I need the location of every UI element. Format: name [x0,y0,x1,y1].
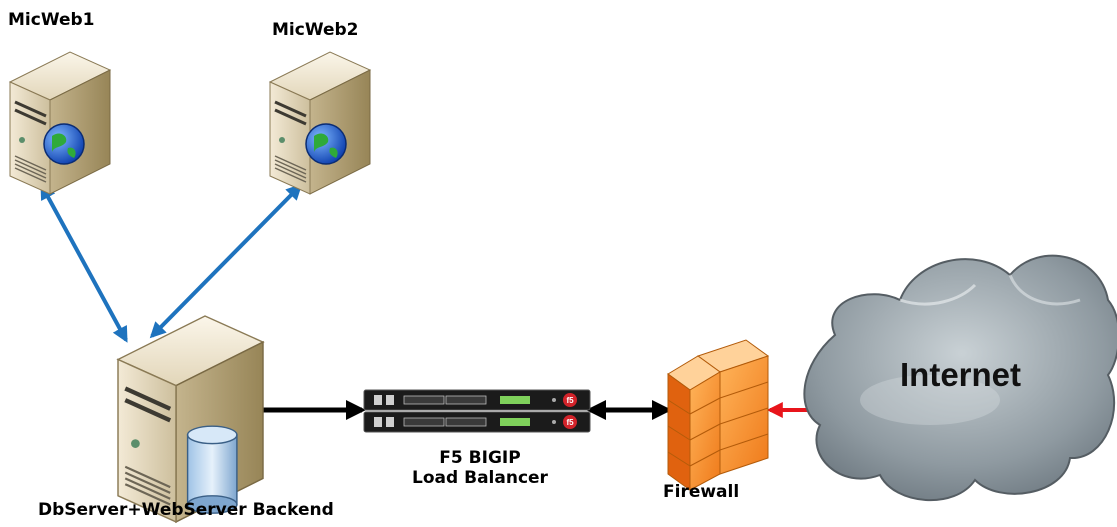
backend-label: DbServer+WebServer Backend [38,500,334,520]
firewall-icon [667,339,770,491]
database-icon [186,425,238,514]
globe-icon [43,123,85,165]
backend-server-icon [118,316,278,522]
micweb1-server-icon [8,50,122,196]
f5-load-balancer-icon: f5 f5 [363,389,591,433]
link-micweb1-backend [40,183,128,343]
internet-label: Internet [900,356,1022,393]
f5-label: F5 BIGIP Load Balancer [400,448,560,489]
svg-text:f5: f5 [566,418,574,427]
globe-icon [305,123,347,165]
internet-cloud-icon [803,254,1117,501]
micweb1-label: MicWeb1 [8,10,95,30]
link-micweb2-backend [149,183,303,339]
f5-label-line1: F5 BIGIP [439,448,521,468]
micweb2-server-icon [268,50,382,196]
f5-label-line2: Load Balancer [412,468,548,489]
micweb2-label: MicWeb2 [272,20,359,40]
firewall-label: Firewall [663,482,740,502]
svg-text:f5: f5 [566,396,574,405]
